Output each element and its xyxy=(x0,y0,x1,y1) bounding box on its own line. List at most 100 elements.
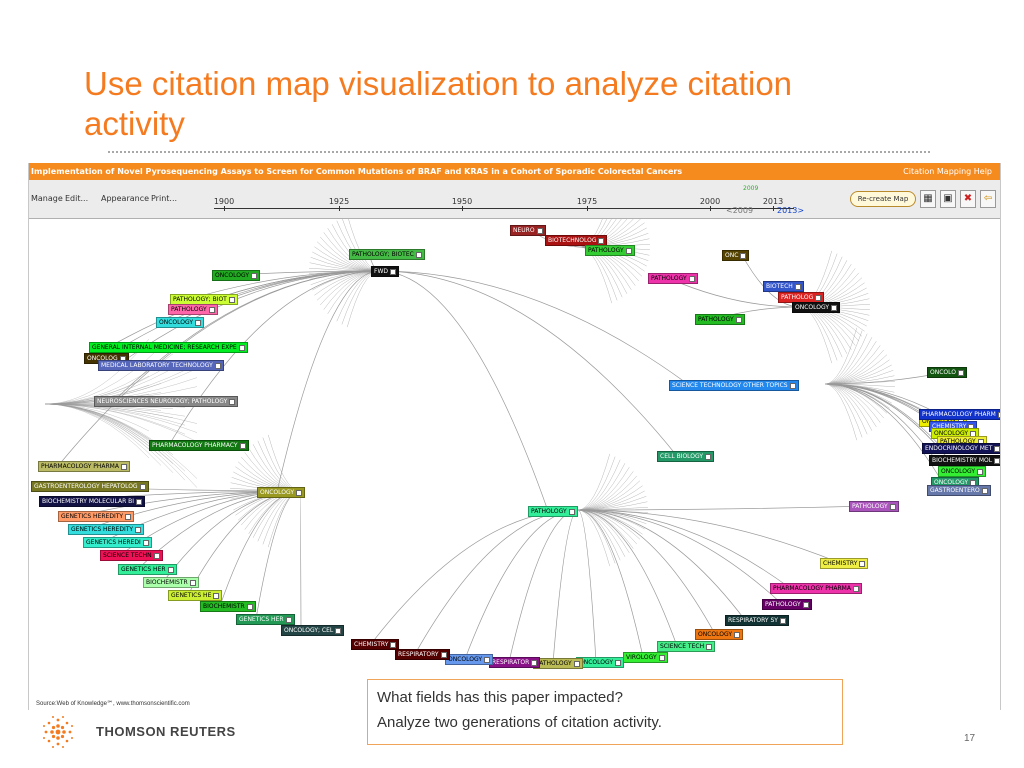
expand-toggle-icon[interactable] xyxy=(889,503,896,510)
subject-category-node[interactable]: MEDICAL LABORATORY TECHNOLOGY xyxy=(98,360,224,371)
expand-toggle-icon[interactable] xyxy=(688,275,695,282)
subject-category-node[interactable]: PATHOLOGY xyxy=(533,658,583,669)
expand-toggle-icon[interactable] xyxy=(214,362,221,369)
subject-category-node[interactable]: ONCOLOGY xyxy=(156,317,204,328)
expand-toggle-icon[interactable] xyxy=(296,489,302,496)
subject-category-node[interactable]: BIOCHEMISTRY MOLECULAR BI xyxy=(39,496,146,507)
expand-toggle-icon[interactable] xyxy=(390,641,397,648)
subject-category-node[interactable]: NEURO xyxy=(510,225,546,236)
expand-toggle-icon[interactable] xyxy=(705,453,712,460)
subject-category-node[interactable]: PHARMACOLOGY PHARMACY xyxy=(149,440,249,451)
expand-toggle-icon[interactable] xyxy=(213,592,220,599)
expand-toggle-icon[interactable] xyxy=(740,252,747,259)
expand-toggle-icon[interactable] xyxy=(251,272,257,279)
subject-category-node[interactable]: BIOCHEMISTRY MOL xyxy=(929,455,1000,466)
subject-category-node[interactable]: PATHOLOGY xyxy=(849,501,899,512)
expand-toggle-icon[interactable] xyxy=(706,643,713,650)
subject-category-node[interactable]: RESPIRATOR xyxy=(489,657,541,668)
expand-toggle-icon[interactable] xyxy=(208,306,215,313)
layout-icon[interactable]: ▣ xyxy=(940,190,956,208)
subject-category-node[interactable]: GASTROENTERO xyxy=(927,485,991,496)
expand-toggle-icon[interactable] xyxy=(390,268,397,275)
citation-mapping-help-link[interactable]: Citation Mapping Help xyxy=(903,167,992,176)
expand-toggle-icon[interactable] xyxy=(734,631,740,638)
subject-category-node[interactable]: CHEMISTRY xyxy=(820,558,869,569)
grid-icon[interactable]: ▦ xyxy=(920,190,936,208)
subject-category-node[interactable]: PHARMACOLOGY PHARMA xyxy=(770,583,862,594)
subject-category-node[interactable]: PATHOLOGY xyxy=(695,314,745,325)
subject-category-node[interactable]: BIOTECHNOLOG xyxy=(545,235,608,246)
nav-back-link[interactable]: <2009 xyxy=(726,206,754,215)
subject-category-node[interactable]: NEUROSCIENCES NEUROLOGY; PATHOLOGY xyxy=(94,396,239,407)
subject-category-node[interactable]: CHEMISTRY xyxy=(351,639,400,650)
subject-category-node[interactable]: GENETICS HER xyxy=(118,564,177,575)
expand-toggle-icon[interactable] xyxy=(615,659,621,666)
subject-category-node[interactable]: GENETICS HER xyxy=(236,614,295,625)
expand-toggle-icon[interactable] xyxy=(125,513,132,520)
subject-category-node[interactable]: ONCOLOGY xyxy=(695,629,743,640)
subject-category-node[interactable]: GENERAL INTERNAL MEDICINE; RESEARCH EXPE xyxy=(89,342,248,353)
expand-toggle-icon[interactable] xyxy=(135,526,142,533)
expand-toggle-icon[interactable] xyxy=(153,552,160,559)
subject-category-node[interactable]: SCIENCE TECHNOLOGY OTHER TOPICS xyxy=(669,380,799,391)
export-icon[interactable]: ⇦ xyxy=(980,190,996,208)
subject-category-node[interactable]: ONCOLOGY xyxy=(257,487,305,498)
expand-toggle-icon[interactable] xyxy=(994,445,1000,452)
menu-print[interactable]: Print... xyxy=(151,194,178,203)
subject-category-node[interactable]: ENDOCRINOLOGY MET xyxy=(922,443,1000,454)
expand-toggle-icon[interactable] xyxy=(120,463,127,470)
subject-category-node[interactable]: CELL BIOLOGY xyxy=(657,451,715,462)
expand-toggle-icon[interactable] xyxy=(815,294,822,301)
subject-category-node[interactable]: PATHOLOGY xyxy=(528,506,578,517)
expand-toggle-icon[interactable] xyxy=(831,304,837,311)
subject-category-node[interactable]: RESPIRATORY xyxy=(395,649,450,660)
subject-category-node[interactable]: GENETICS HE xyxy=(168,590,223,601)
subject-category-node[interactable]: PHARMACOLOGY PHARMA xyxy=(38,461,130,472)
expand-toggle-icon[interactable] xyxy=(779,617,786,624)
subject-category-node[interactable]: GENETICS HEREDITY xyxy=(58,511,135,522)
expand-toggle-icon[interactable] xyxy=(573,660,580,667)
menu-manage[interactable]: Manage xyxy=(31,194,63,203)
subject-category-node[interactable]: ONCOLOGY xyxy=(792,302,840,313)
expand-toggle-icon[interactable] xyxy=(195,319,201,326)
expand-toggle-icon[interactable] xyxy=(167,566,174,573)
expand-toggle-icon[interactable] xyxy=(658,654,665,661)
subject-category-node[interactable]: BIOCHEMISTR xyxy=(143,577,199,588)
subject-category-node[interactable]: ONCOLOGY xyxy=(576,657,624,668)
subject-category-node[interactable]: GENETICS HEREDI xyxy=(83,537,152,548)
timeline[interactable]: 1900 1925 1950 1975 2000 2013 xyxy=(214,197,814,217)
expand-toggle-icon[interactable] xyxy=(440,651,447,658)
expand-toggle-icon[interactable] xyxy=(981,487,988,494)
expand-toggle-icon[interactable] xyxy=(142,539,149,546)
expand-toggle-icon[interactable] xyxy=(568,508,575,515)
expand-toggle-icon[interactable] xyxy=(789,382,796,389)
expand-toggle-icon[interactable] xyxy=(531,659,538,666)
subject-category-node[interactable]: BIOCHEMISTR xyxy=(200,601,256,612)
expand-toggle-icon[interactable] xyxy=(484,656,490,663)
expand-toggle-icon[interactable] xyxy=(536,227,543,234)
subject-category-node[interactable]: ONCOLOGY xyxy=(212,270,260,281)
subject-category-node[interactable]: GASTROENTEROLOGY HEPATOLOG xyxy=(31,481,149,492)
subject-category-node[interactable]: PATHOLOGY; BIOTEC xyxy=(349,249,425,260)
expand-toggle-icon[interactable] xyxy=(794,283,801,290)
expand-toggle-icon[interactable] xyxy=(136,498,143,505)
expand-toggle-icon[interactable] xyxy=(735,316,742,323)
expand-toggle-icon[interactable] xyxy=(598,237,605,244)
subject-category-node[interactable]: PATHOLOGY xyxy=(585,245,635,256)
expand-toggle-icon[interactable] xyxy=(229,398,236,405)
subject-category-node[interactable]: PHARMACOLOGY PHARM xyxy=(919,409,1000,420)
expand-toggle-icon[interactable] xyxy=(285,616,292,623)
expand-toggle-icon[interactable] xyxy=(802,601,809,608)
expand-toggle-icon[interactable] xyxy=(997,411,1000,418)
cross-icon[interactable]: ✖ xyxy=(960,190,976,208)
subject-category-node[interactable]: GENETICS HEREDITY xyxy=(68,524,145,535)
expand-toggle-icon[interactable] xyxy=(335,627,342,634)
expand-toggle-icon[interactable] xyxy=(852,585,859,592)
menu-edit[interactable]: Edit... xyxy=(65,194,89,203)
expand-toggle-icon[interactable] xyxy=(957,369,964,376)
subject-category-node[interactable]: ONCOLO xyxy=(927,367,967,378)
expand-toggle-icon[interactable] xyxy=(246,603,253,610)
subject-category-node[interactable]: VIROLOGY xyxy=(623,652,668,663)
expand-toggle-icon[interactable] xyxy=(625,247,632,254)
